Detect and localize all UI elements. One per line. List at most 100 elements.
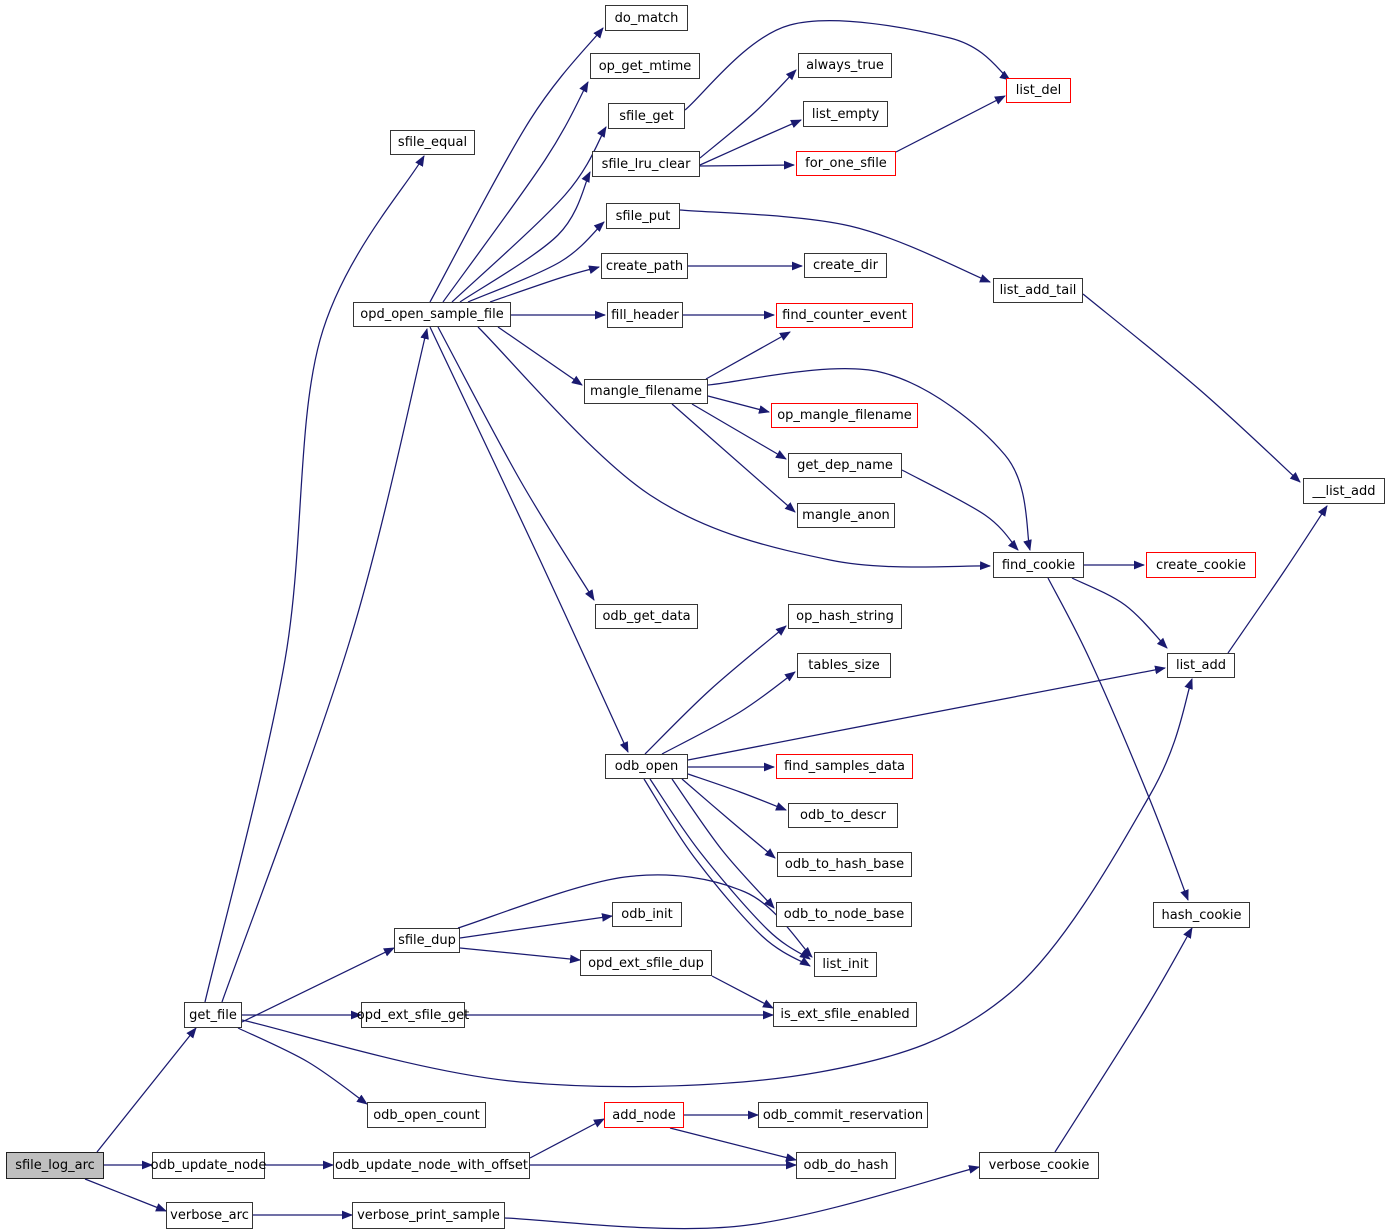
graph-node-odb_get_data[interactable]: odb_get_data [595, 604, 698, 629]
graph-edge-opd_open_sample_file-to-sfile_put [467, 221, 605, 303]
graph-node-get_dep_name[interactable]: get_dep_name [788, 453, 902, 478]
node-label: find_cookie [1001, 557, 1076, 573]
graph-node-list_init[interactable]: list_init [814, 952, 877, 977]
graph-node-sfile_get[interactable]: sfile_get [608, 103, 685, 129]
node-label: odb_open_count [373, 1107, 480, 1123]
node-label: sfile_put [615, 208, 671, 224]
graph-node-list_add[interactable]: list_add [1167, 653, 1235, 678]
node-label: mangle_anon [802, 508, 890, 523]
graph-node-odb_update_node_with_offset[interactable]: odb_update_node_with_offset [333, 1152, 530, 1179]
graph-edge-verbose_cookie-to-hash_cookie [1054, 927, 1193, 1153]
graph-node-sfile_equal[interactable]: sfile_equal [390, 130, 475, 155]
graph-node-tables_size[interactable]: tables_size [797, 653, 891, 678]
graph-node-verbose_cookie[interactable]: verbose_cookie [979, 1152, 1099, 1179]
graph-node-list_add_tail[interactable]: list_add_tail [993, 278, 1083, 303]
graph-edge-sfile_log_arc-to-verbose_arc [84, 1178, 167, 1212]
graph-node-create_cookie[interactable]: create_cookie [1146, 552, 1256, 578]
node-label: add_node [612, 1107, 676, 1123]
graph-node-find_samples_data[interactable]: find_samples_data [776, 754, 913, 779]
graph-node-do_match[interactable]: do_match [605, 5, 688, 31]
graph-node-create_path[interactable]: create_path [601, 253, 688, 279]
node-label: find_counter_event [782, 308, 907, 323]
graph-node-odb_do_hash[interactable]: odb_do_hash [796, 1152, 896, 1179]
graph-node-odb_commit_reservation[interactable]: odb_commit_reservation [758, 1102, 928, 1128]
node-label: odb_to_descr [799, 808, 887, 823]
graph-node-always_true[interactable]: always_true [798, 53, 892, 78]
node-label: list_add [1175, 658, 1227, 673]
graph-node-add_node[interactable]: add_node [604, 1102, 684, 1128]
node-label: get_dep_name [797, 458, 893, 473]
node-label: sfile_lru_clear [601, 156, 691, 172]
graph-edge-list_add_tail-to-__list_add [1082, 293, 1301, 483]
graph-node-sfile_lru_clear[interactable]: sfile_lru_clear [592, 151, 700, 177]
node-label: verbose_cookie [988, 1158, 1090, 1173]
graph-edge-find_cookie-to-list_add [1071, 577, 1168, 649]
graph-edge-opd_open_sample_file-to-find_cookie [477, 326, 991, 571]
graph-node-odb_open[interactable]: odb_open [605, 754, 688, 779]
graph-node-sfile_log_arc[interactable]: sfile_log_arc [6, 1152, 104, 1179]
node-label: odb_do_hash [803, 1158, 889, 1173]
graph-node-list_del[interactable]: list_del [1006, 78, 1071, 103]
graph-edge-opd_open_sample_file-to-op_get_mtime [442, 81, 589, 303]
graph-edge-odb_open-to-op_hash_string [644, 625, 787, 755]
graph-node-odb_init[interactable]: odb_init [612, 902, 682, 927]
graph-node-odb_to_node_base[interactable]: odb_to_node_base [776, 902, 912, 927]
node-label: __list_add [1312, 483, 1376, 499]
graph-node-opd_ext_sfile_dup[interactable]: opd_ext_sfile_dup [580, 950, 712, 976]
graph-node-odb_update_node[interactable]: odb_update_node [151, 1152, 266, 1179]
graph-node-sfile_put[interactable]: sfile_put [606, 203, 680, 229]
graph-node-fill_header[interactable]: fill_header [607, 302, 683, 328]
node-label: is_ext_sfile_enabled [780, 1007, 910, 1022]
graph-node-get_file[interactable]: get_file [184, 1002, 242, 1028]
node-label: create_path [605, 258, 684, 274]
graph-node-odb_to_hash_base[interactable]: odb_to_hash_base [777, 852, 912, 877]
graph-edge-opd_open_sample_file-to-sfile_lru_clear [459, 171, 591, 303]
graph-edge-sfile_dup-to-odb_init [459, 913, 613, 939]
graph-edge-for_one_sfile-to-list_del [895, 95, 1006, 153]
graph-node-verbose_print_sample[interactable]: verbose_print_sample [352, 1202, 505, 1229]
node-label: op_get_mtime [598, 58, 692, 74]
graph-edge-get_file-to-opd_open_sample_file [221, 328, 429, 1003]
node-label: opd_ext_sfile_get [356, 1007, 470, 1023]
graph-edge-get_file-to-sfile_dup [241, 947, 395, 1023]
node-label: for_one_sfile [805, 156, 887, 171]
graph-edge-get_file-to-sfile_equal [204, 155, 425, 1003]
node-label: find_samples_data [784, 759, 905, 774]
node-label: opd_ext_sfile_dup [588, 955, 704, 971]
graph-node-create_dir[interactable]: create_dir [804, 253, 887, 278]
node-label: odb_open [614, 759, 679, 774]
node-label: create_dir [813, 258, 878, 273]
node-label: verbose_print_sample [357, 1208, 500, 1223]
graph-node-mangle_anon[interactable]: mangle_anon [797, 503, 895, 528]
graph-node-hash_cookie[interactable]: hash_cookie [1153, 902, 1250, 928]
graph-edge-odb_open-to-list_init [649, 778, 811, 960]
graph-edge-get_dep_name-to-find_cookie [901, 469, 1019, 551]
node-label: create_cookie [1156, 557, 1246, 573]
graph-node-op_get_mtime[interactable]: op_get_mtime [590, 53, 700, 79]
graph-node-for_one_sfile[interactable]: for_one_sfile [796, 151, 896, 176]
graph-edge-mangle_filename-to-get_dep_name [691, 403, 787, 460]
graph-edge-opd_open_sample_file-to-odb_get_data [437, 326, 595, 601]
graph-node-mangle_filename[interactable]: mangle_filename [584, 379, 708, 404]
node-label: odb_init [621, 907, 673, 922]
graph-node-__list_add[interactable]: __list_add [1303, 478, 1385, 504]
graph-node-op_hash_string[interactable]: op_hash_string [788, 604, 902, 629]
graph-node-opd_ext_sfile_get[interactable]: opd_ext_sfile_get [357, 1002, 469, 1028]
graph-node-odb_open_count[interactable]: odb_open_count [367, 1102, 486, 1128]
graph-edge-sfile_lru_clear-to-for_one_sfile [699, 160, 795, 170]
graph-edge-sfile_dup-to-opd_ext_sfile_dup [459, 947, 581, 964]
graph-node-sfile_dup[interactable]: sfile_dup [394, 928, 460, 953]
graph-node-list_empty[interactable]: list_empty [803, 101, 888, 127]
node-label: hash_cookie [1161, 907, 1242, 923]
node-label: sfile_equal [397, 135, 468, 150]
graph-node-find_cookie[interactable]: find_cookie [993, 552, 1084, 578]
graph-node-verbose_arc[interactable]: verbose_arc [166, 1202, 253, 1229]
graph-node-opd_open_sample_file[interactable]: opd_open_sample_file [353, 302, 511, 327]
graph-node-op_mangle_filename[interactable]: op_mangle_filename [771, 403, 918, 428]
graph-node-find_counter_event[interactable]: find_counter_event [776, 303, 913, 328]
graph-node-odb_to_descr[interactable]: odb_to_descr [788, 803, 898, 828]
graph-edge-mangle_filename-to-find_cookie [707, 368, 1032, 551]
node-label: list_del [1015, 83, 1062, 98]
graph-node-is_ext_sfile_enabled[interactable]: is_ext_sfile_enabled [773, 1002, 917, 1027]
graph-edge-find_cookie-to-hash_cookie [1047, 577, 1189, 901]
